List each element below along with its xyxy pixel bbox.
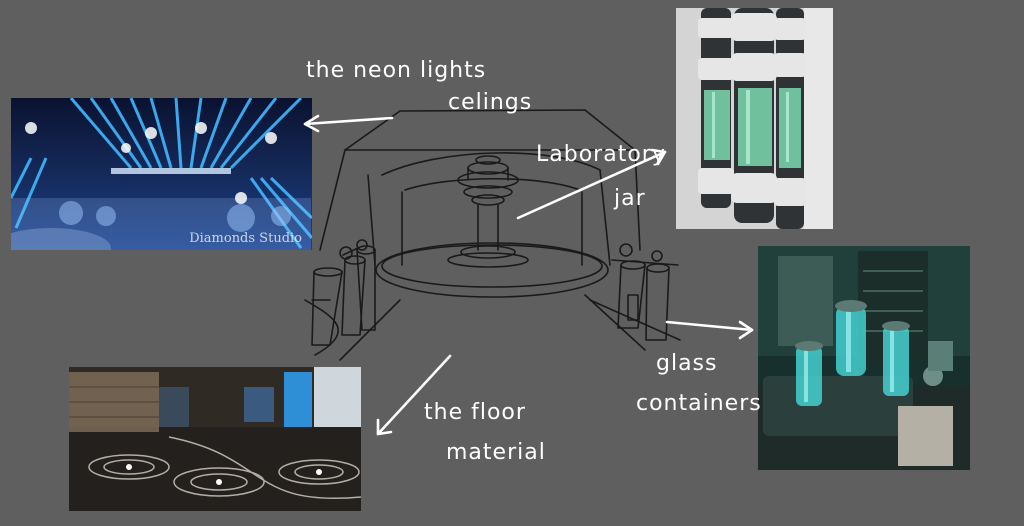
concept-sketch-lab-room [300, 100, 690, 370]
note-glass: glass [656, 351, 718, 376]
watermark-text: Diamonds Studio [189, 231, 302, 246]
floor-material-reference-image [69, 367, 361, 511]
neon-ceiling-reference-image: Diamonds Studio [11, 98, 312, 250]
note-laboratory: Laboratory [536, 142, 666, 167]
note-jar: jar [614, 186, 646, 211]
note-material: material [446, 440, 546, 465]
laboratory-jar-reference-image [676, 8, 833, 229]
note-the-floor: the floor [424, 400, 526, 425]
note-ceilings: celings [448, 90, 533, 115]
note-containers: containers [636, 391, 762, 416]
glass-containers-reference-image [758, 246, 970, 470]
note-neon-lights: the neon lights [306, 58, 487, 83]
